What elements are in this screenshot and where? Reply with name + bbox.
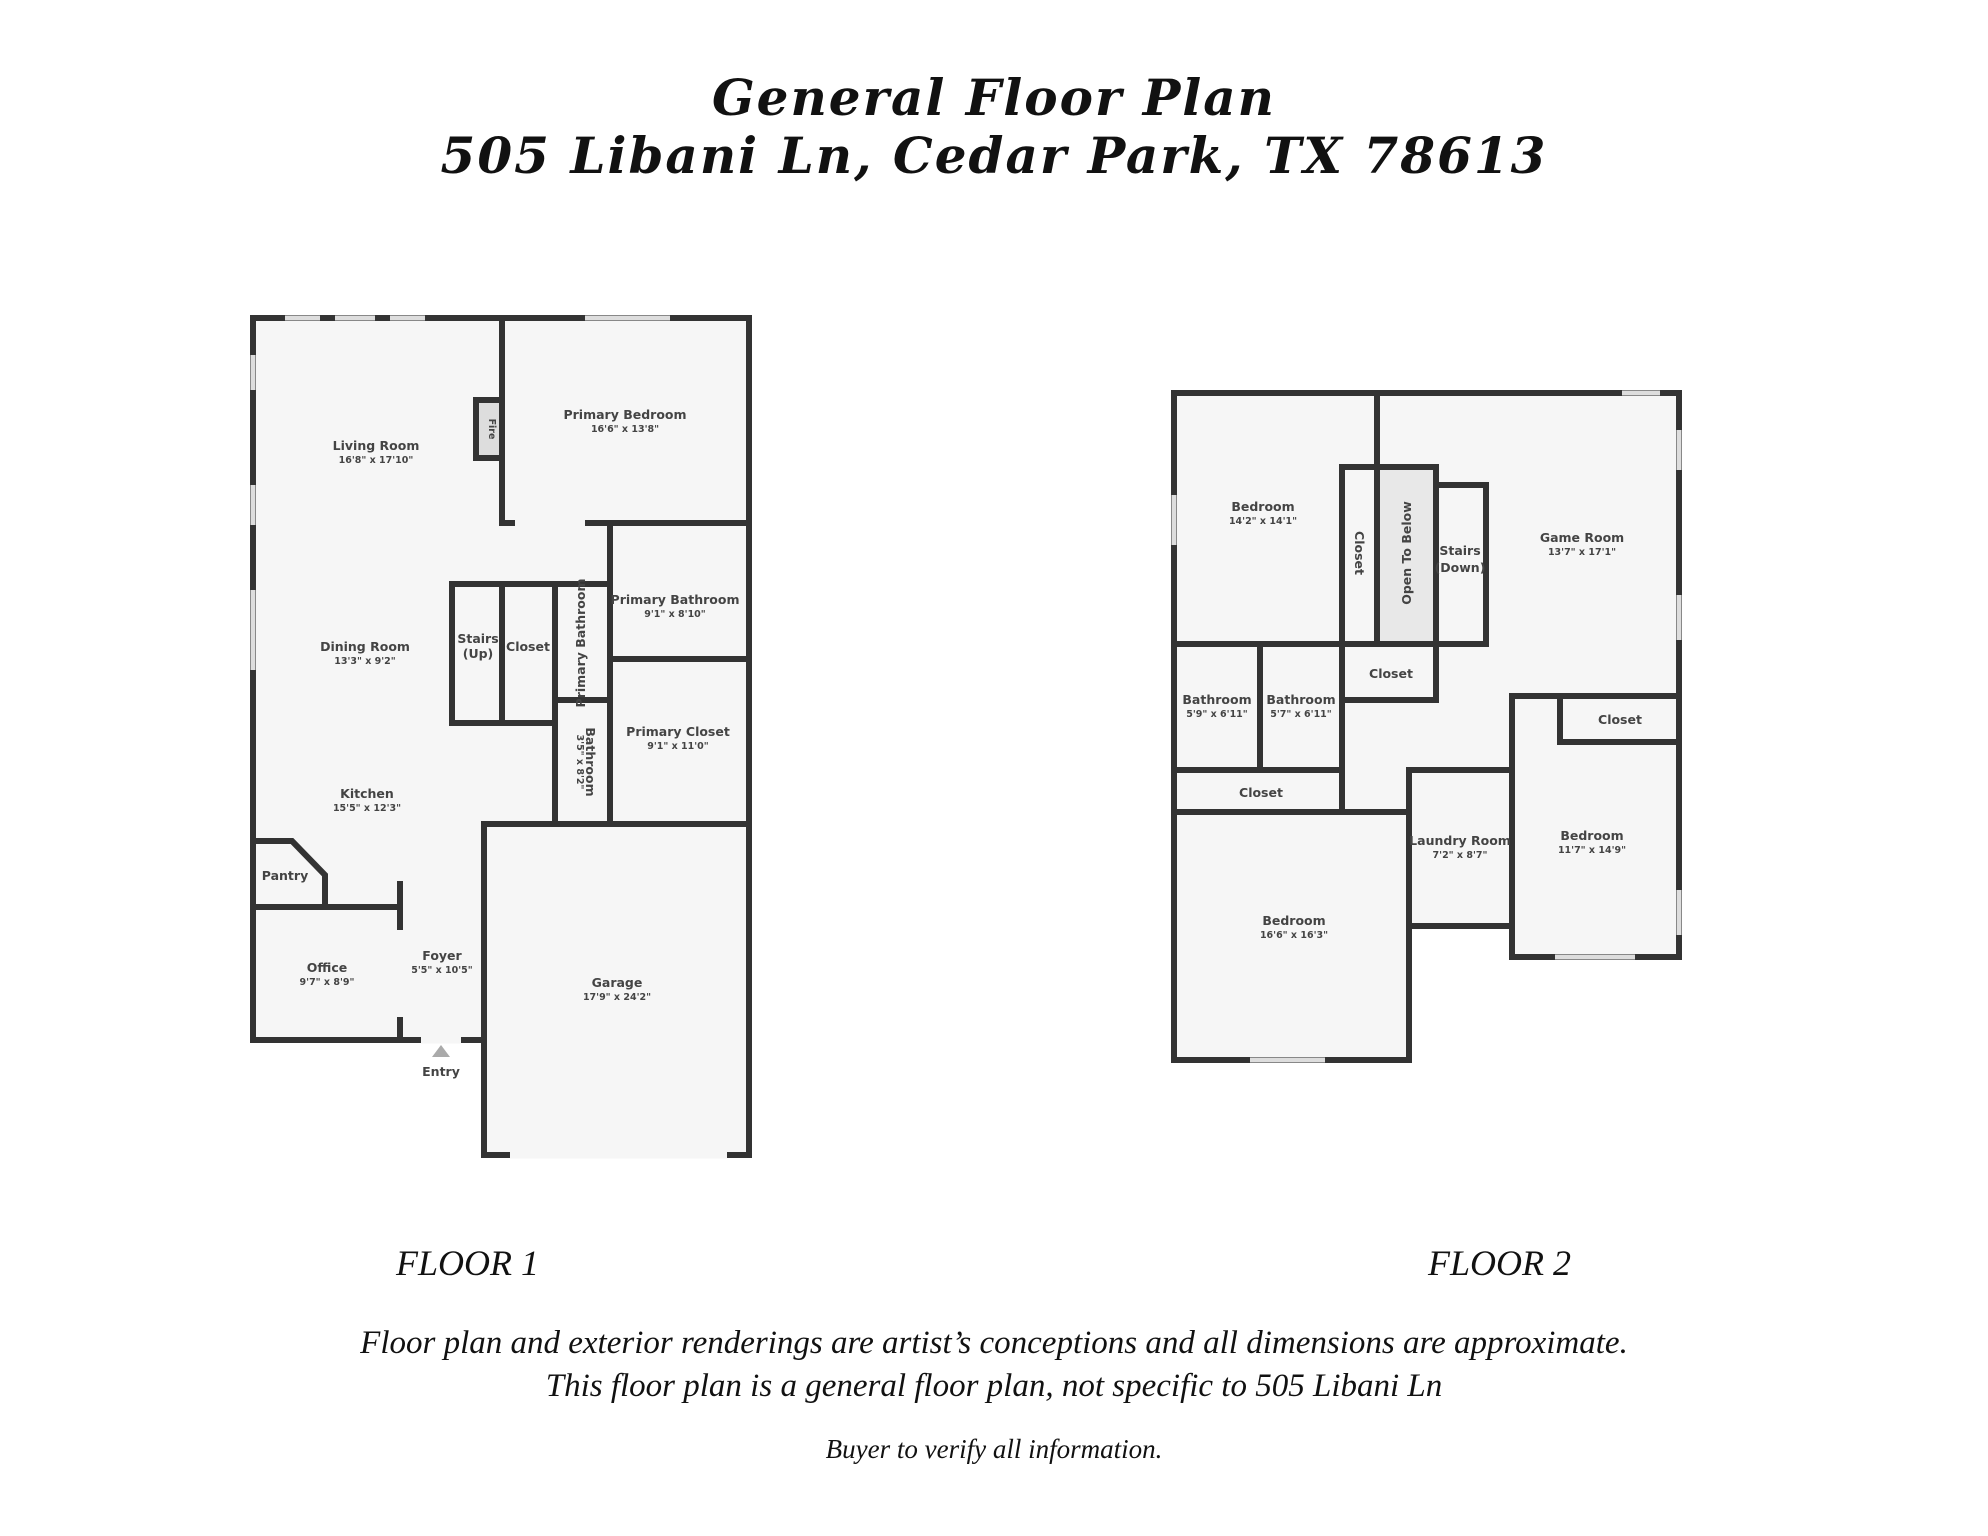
room-dims: 11'7" x 14'9" [1558,845,1626,856]
room-dims: 15'5" x 12'3" [333,803,401,814]
disclaimer-line-1: Floor plan and exterior renderings are a… [360,1325,1628,1361]
floor-1-plan: Living Room 16'8" x 17'10" Primary Bedro… [250,315,752,1159]
room-dims: 13'7" x 17'1" [1548,547,1616,558]
closet-left-room [1171,767,1345,815]
room-label: Stairs [1439,543,1480,558]
room-dims: 17'9" x 24'2" [583,992,651,1003]
primary-closet-room [607,656,752,827]
room-label: Bathroom [1266,692,1335,707]
laundry-room [1406,767,1515,929]
room-label: Primary Bathroom [573,579,588,708]
room-label: Pantry [262,868,308,883]
room-dims: 5'5" x 10'5" [411,965,473,976]
room-label: Closet [1352,531,1367,575]
room-label: Closet [1598,712,1642,727]
room-label: (Down) [1435,560,1486,575]
room-label: Primary Bathroom [611,592,740,607]
room-label: Closet [1239,785,1283,800]
fire-label: Fire [486,419,497,440]
room-dims: 14'2" x 14'1" [1229,516,1297,527]
room-label: Laundry Room [1409,833,1511,848]
room-dims: 16'8" x 17'10" [339,455,414,466]
room-label: Bedroom [1231,499,1294,514]
fireplace [473,397,505,461]
room-label: Stairs [457,631,498,646]
verify-note: Buyer to verify all information. [825,1434,1163,1464]
open-to-below [1374,464,1439,647]
closet-right-room [1557,693,1682,745]
room-label: Primary Bedroom [563,407,686,422]
room-dims: 9'1" x 11'0" [647,741,709,752]
room-dims: 5'7" x 6'11" [1270,709,1332,720]
room-label: Closet [1369,666,1413,681]
bath-2-room [1257,641,1345,773]
address: 505 Libani Ln, Cedar Park, TX 78613 [440,126,1548,185]
room-label: Bedroom [1560,828,1623,843]
room-label: Bedroom [1262,913,1325,928]
room-dims: 16'6" x 13'8" [591,424,659,435]
floor-2-label: FLOOR 2 [1428,1243,1571,1283]
closet-room [499,581,558,726]
room-label: Dining Room [320,639,410,654]
room-label: Garage [592,975,643,990]
room-dims: 7'2" x 8'7" [1433,850,1488,861]
room-dims: 3'5" x 8'2" [574,735,585,790]
room-label: Bathroom [1182,692,1251,707]
disclaimer-line-2: This floor plan is a general floor plan,… [545,1368,1443,1404]
closet-v-room [1339,464,1380,647]
room-label: Kitchen [340,786,394,801]
stairs-down-room [1433,482,1489,647]
bath-1-room [1171,641,1263,773]
room-label: Closet [506,639,550,654]
page-title: General Floor Plan [711,68,1277,127]
pantry-wall [253,838,403,1040]
room-dims: 13'3" x 9'2" [334,656,396,667]
floor-2-plan: Bedroom 14'2" x 14'1" Closet Open To Bel… [1171,390,1682,1063]
room-label: Foyer [422,948,462,963]
room-label: Game Room [1540,530,1624,545]
room-label: Primary Closet [626,724,730,739]
room-label: (Up) [463,646,494,661]
room-label: Office [307,960,347,975]
room-label: Bathroom [583,727,598,796]
room-dims: 9'1" x 8'10" [644,609,706,620]
entry-label: Entry [422,1064,460,1079]
room-dims: 5'9" x 6'11" [1186,709,1248,720]
room-dims: 16'6" x 16'3" [1260,930,1328,941]
bedroom-3-room [1171,809,1412,1063]
floor-1-label: FLOOR 1 [396,1243,539,1283]
room-label: Living Room [333,438,420,453]
entry-arrow-icon [432,1045,450,1057]
room-dims: 9'7" x 8'9" [300,977,355,988]
primary-bathroom-room [607,520,752,662]
room-label: Open To Below [1399,501,1414,605]
